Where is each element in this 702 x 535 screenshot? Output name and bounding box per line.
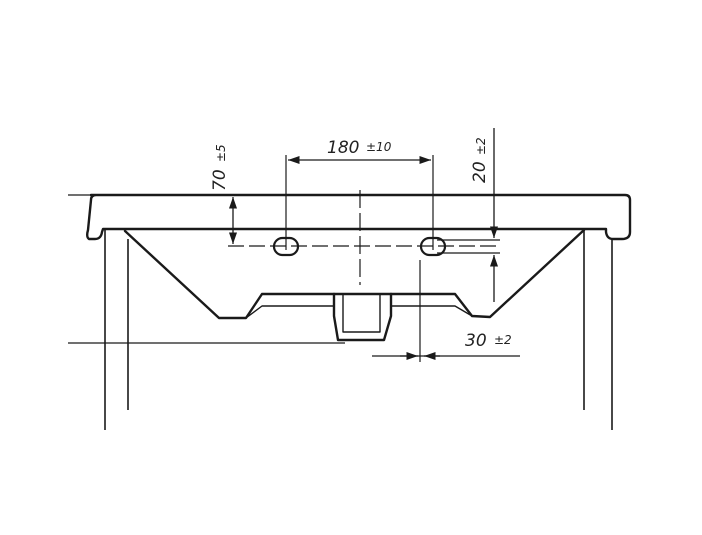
basin-top-rim xyxy=(86,193,632,241)
dim-70-tolerance: ±5 xyxy=(214,144,228,162)
basin-bowl xyxy=(123,228,586,320)
extension-lines xyxy=(68,155,520,362)
dim-20-value: 20 xyxy=(470,161,490,183)
dim-180-value: 180 xyxy=(327,138,359,158)
dim-180-tolerance: ±10 xyxy=(366,140,392,154)
bowl-bottom-surface xyxy=(245,305,473,319)
dim-30-value: 30 xyxy=(465,331,487,351)
dim-20-tolerance: ±2 xyxy=(474,137,488,155)
cabinet-legs xyxy=(104,229,613,430)
basin-outline xyxy=(86,193,632,342)
dim-30-tolerance: ±2 xyxy=(494,333,512,347)
dimension-lines xyxy=(228,128,499,361)
center-lines xyxy=(228,190,500,285)
dim-70-value: 70 xyxy=(210,169,230,191)
drain-outlet xyxy=(332,292,393,342)
drain-inner xyxy=(342,293,381,333)
